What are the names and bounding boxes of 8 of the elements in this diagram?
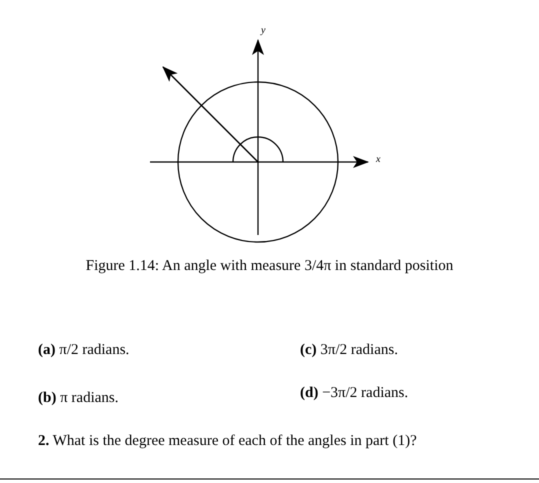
exercise-item: (b) π radians. bbox=[38, 390, 118, 407]
axis-label: x bbox=[376, 154, 380, 165]
axis-label: y bbox=[261, 25, 266, 36]
exercise-item: (d) −3π/2 radians. bbox=[300, 385, 408, 402]
figure-caption: Figure 1.14: An angle with measure 3/4π in standard position bbox=[84, 258, 454, 275]
exercise-item: (c) 3π/2 radians. bbox=[300, 342, 398, 359]
exercise-item: (a) π/2 radians. bbox=[38, 342, 130, 359]
question-text: 2. What is the degree measure of each of the angles in part (1)? bbox=[38, 433, 417, 450]
